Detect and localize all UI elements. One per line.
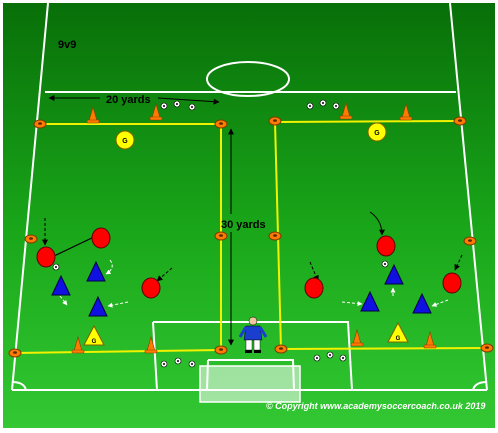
svg-text:G: G [396, 336, 401, 342]
format-label: 9v9 [58, 39, 76, 51]
ball [327, 352, 333, 358]
disc-marker [215, 232, 227, 240]
disc-marker [9, 349, 21, 357]
ball [340, 355, 346, 361]
disc-marker [215, 120, 227, 128]
ball [333, 103, 339, 109]
svg-text:G: G [374, 130, 380, 137]
ball [161, 361, 167, 367]
disc-marker [275, 345, 287, 353]
red-player [377, 236, 395, 256]
svg-text:G: G [92, 339, 97, 345]
ball [53, 264, 59, 270]
ball [307, 103, 313, 109]
disc-marker [269, 117, 281, 125]
red-player [305, 278, 323, 298]
disc-marker [215, 346, 227, 354]
copyright-text: © Copyright www.academysoccercoach.co.uk… [266, 401, 485, 411]
disc-marker [269, 232, 281, 240]
ball [161, 103, 167, 109]
red-player [443, 273, 461, 293]
zone-circle-right: G [368, 123, 386, 141]
red-player [37, 247, 55, 267]
bottom-right-line [281, 348, 487, 349]
ball [382, 261, 388, 267]
ball [320, 100, 326, 106]
disc-marker [481, 344, 493, 352]
ball [189, 361, 195, 367]
ball [314, 355, 320, 361]
ball [189, 104, 195, 110]
disc-marker [464, 237, 476, 245]
red-player [92, 228, 110, 248]
red-player [142, 278, 160, 298]
width-label: 20 yards [106, 94, 151, 106]
disc-marker [454, 117, 466, 125]
zone-circle-left: G [116, 131, 134, 149]
length-label: 30 yards [221, 219, 266, 231]
pitch-background [3, 3, 495, 428]
disc-marker [34, 120, 46, 128]
goal [200, 366, 300, 402]
ball [174, 101, 180, 107]
svg-text:G: G [122, 138, 128, 145]
top-right-line [275, 121, 460, 122]
disc-marker [25, 235, 37, 243]
ball [175, 358, 181, 364]
